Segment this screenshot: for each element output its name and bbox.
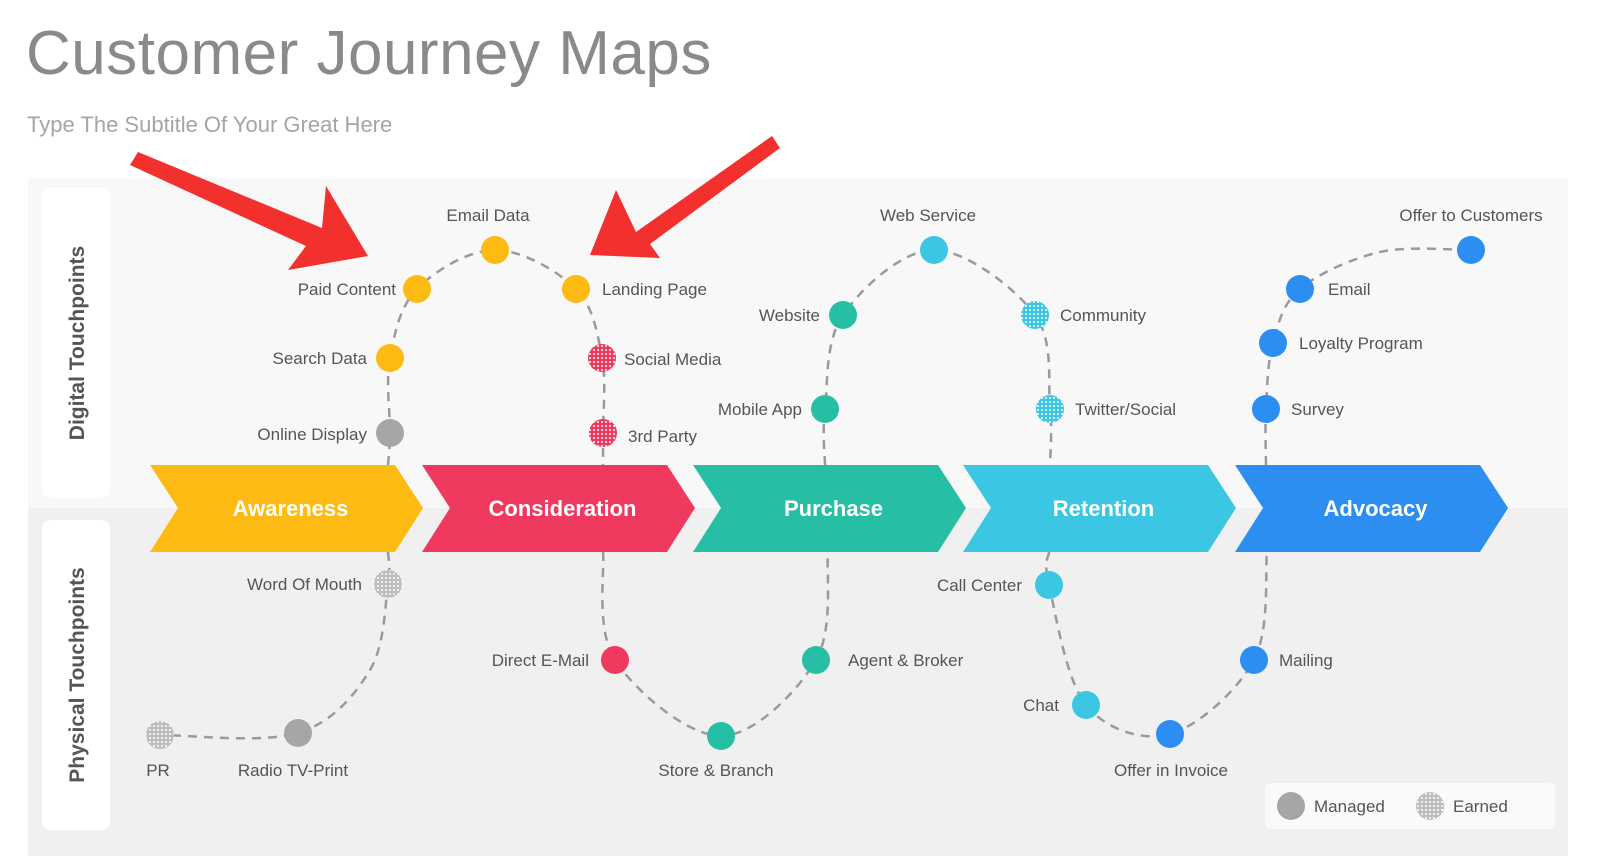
touchpoint-label: Offer to Customers: [1399, 206, 1542, 225]
touchpoint-label: Search Data: [273, 349, 368, 368]
touchpoint-label: Agent & Broker: [848, 651, 964, 670]
touchpoint-label: Email Data: [446, 206, 530, 225]
stage-label: Consideration: [489, 496, 637, 521]
touchpoint-label: Word Of Mouth: [247, 575, 362, 594]
managed-dot-icon: [1259, 329, 1287, 357]
touchpoint-survey: Survey: [1252, 395, 1344, 423]
touchpoint-label: PR: [146, 761, 170, 780]
stage-label: Awareness: [233, 496, 349, 521]
managed-dot-icon: [1457, 236, 1485, 264]
touchpoint-offer-to-customers: Offer to Customers: [1399, 206, 1543, 264]
touchpoint-web-service: Web Service: [880, 206, 976, 264]
touchpoint-pr: PR: [146, 721, 174, 780]
managed-dot-icon: [1252, 395, 1280, 423]
touchpoint-word-of-mouth: Word Of Mouth: [247, 570, 402, 598]
touchpoint-label: Paid Content: [298, 280, 397, 299]
managed-dot-icon: [562, 275, 590, 303]
touchpoint-offer-in-invoice: Offer in Invoice: [1114, 720, 1228, 780]
touchpoint-chat: Chat: [1023, 691, 1100, 719]
touchpoint-label: Survey: [1291, 400, 1344, 419]
touchpoint-label: Offer in Invoice: [1114, 761, 1228, 780]
touchpoint-label: Community: [1060, 306, 1146, 325]
managed-dot-icon: [1156, 720, 1184, 748]
touchpoint-label: Store & Branch: [658, 761, 773, 780]
touchpoint-label: Call Center: [937, 576, 1022, 595]
touchpoint-paid-content: Paid Content: [298, 275, 431, 303]
journey-path: [386, 248, 606, 466]
touchpoint-agent-broker: Agent & Broker: [802, 646, 964, 674]
physical-touchpoints-label: Physical Touchpoints: [66, 567, 89, 782]
touchpoint-label: Loyalty Program: [1299, 334, 1423, 353]
touchpoint-twitter-social: Twitter/Social: [1036, 395, 1176, 423]
managed-dot-icon: [1035, 571, 1063, 599]
managed-dot-icon: [802, 646, 830, 674]
digital-label-box: [42, 188, 110, 498]
touchpoint-radio-tv-print: Radio TV-Print: [238, 719, 349, 780]
managed-dot-icon: [707, 722, 735, 750]
touchpoint-label: Social Media: [624, 350, 722, 369]
touchpoint-direct-e-mail: Direct E-Mail: [492, 646, 629, 674]
touchpoint-email-data: Email Data: [446, 206, 530, 264]
managed-dot-icon: [481, 236, 509, 264]
touchpoint-mobile-app: Mobile App: [718, 395, 839, 423]
touchpoint-label: Mailing: [1279, 651, 1333, 670]
stage-label: Retention: [1053, 496, 1154, 521]
stage-retention: Retention: [963, 465, 1236, 552]
managed-dot-icon: [376, 344, 404, 372]
digital-touchpoints-label: Digital Touchpoints: [66, 246, 89, 440]
legend: Managed Earned: [1265, 783, 1555, 829]
touchpoint-store-branch: Store & Branch: [658, 722, 774, 780]
touchpoint-label: Web Service: [880, 206, 976, 225]
touchpoint-online-display: Online Display: [257, 419, 404, 447]
stage-awareness: Awareness: [150, 465, 423, 552]
touchpoint-mailing: Mailing: [1240, 646, 1333, 674]
managed-dot-icon: [403, 275, 431, 303]
touchpoint-website: Website: [759, 301, 857, 329]
physical-label-box: [42, 520, 110, 830]
managed-legend-icon: [1277, 792, 1305, 820]
managed-dot-icon: [1286, 275, 1314, 303]
managed-dot-icon: [920, 236, 948, 264]
touchpoint-loyalty-program: Loyalty Program: [1259, 329, 1423, 357]
journey-path: [159, 551, 391, 740]
touchpoint-label: Chat: [1023, 696, 1059, 715]
touchpoint-search-data: Search Data: [273, 344, 404, 372]
managed-dot-icon: [1240, 646, 1268, 674]
touchpoint-label: Radio TV-Print: [238, 761, 349, 780]
touchpoint-label: Landing Page: [602, 280, 707, 299]
touchpoint-social-media: Social Media: [588, 344, 722, 372]
managed-dot-icon: [601, 646, 629, 674]
stage-advocacy: Advocacy: [1235, 465, 1508, 552]
touchpoint-call-center: Call Center: [937, 571, 1063, 599]
touchpoint-label: Mobile App: [718, 400, 802, 419]
managed-dot-icon: [1072, 691, 1100, 719]
stage-label: Purchase: [784, 496, 883, 521]
touchpoint-label: Online Display: [257, 425, 367, 444]
legend-earned: Earned: [1453, 797, 1508, 816]
stage-consideration: Consideration: [422, 465, 695, 552]
touchpoint-landing-page: Landing Page: [562, 275, 707, 303]
page-subtitle: Type The Subtitle Of Your Great Here: [27, 112, 393, 137]
touchpoint-3rd-party: 3rd Party: [589, 419, 697, 447]
touchpoint-email: Email: [1286, 275, 1371, 303]
red-arrow-right-icon: [590, 136, 780, 258]
managed-dot-icon: [376, 419, 404, 447]
touchpoint-label: 3rd Party: [628, 427, 697, 446]
red-arrow-left-icon: [130, 152, 368, 270]
page-title: Customer Journey Maps: [26, 19, 712, 88]
managed-dot-icon: [284, 719, 312, 747]
touchpoint-label: Direct E-Mail: [492, 651, 589, 670]
managed-dot-icon: [829, 301, 857, 329]
touchpoint-label: Website: [759, 306, 820, 325]
touchpoint-community: Community: [1021, 301, 1146, 329]
stage-label: Advocacy: [1324, 496, 1429, 521]
touchpoint-label: Email: [1328, 280, 1371, 299]
stage-purchase: Purchase: [693, 465, 966, 552]
managed-dot-icon: [811, 395, 839, 423]
legend-managed: Managed: [1314, 797, 1385, 816]
touchpoint-label: Twitter/Social: [1075, 400, 1176, 419]
